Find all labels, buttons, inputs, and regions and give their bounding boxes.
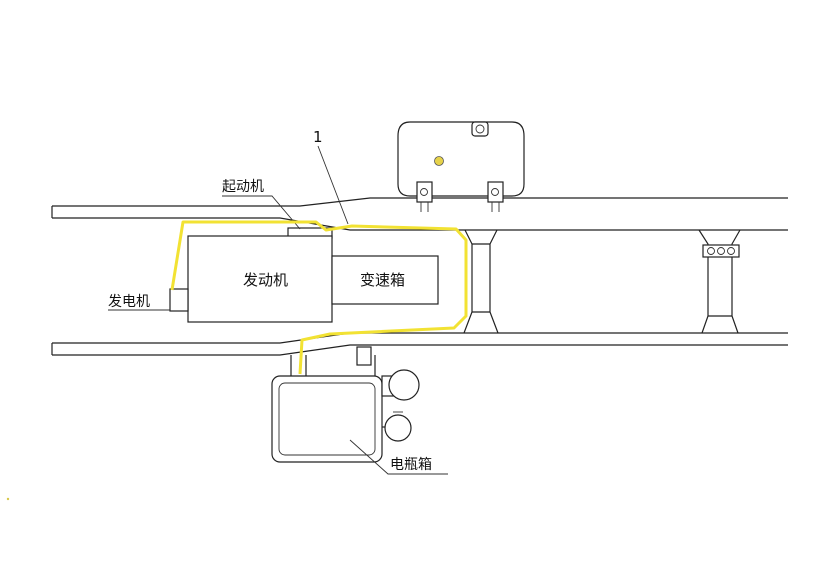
generator-label: 发电机 xyxy=(108,294,150,310)
frame-rail-bottom xyxy=(51,332,788,356)
cross-member-front xyxy=(463,229,499,334)
gearbox-body xyxy=(331,255,439,305)
tank-strap-right xyxy=(487,181,504,212)
gearbox-label: 变速箱 xyxy=(360,271,405,289)
callout-1: 1 xyxy=(313,128,349,225)
battery-mount xyxy=(356,346,372,366)
generator-body xyxy=(169,288,189,312)
cross-member-bracket xyxy=(702,244,740,258)
engine-body xyxy=(187,235,333,323)
engine-label: 发动机 xyxy=(243,271,288,289)
battery-terminal-icon xyxy=(381,369,420,401)
tank-strap-left xyxy=(416,181,433,212)
engine: 发动机 xyxy=(187,235,333,323)
starter-label: 起动机 xyxy=(222,179,264,195)
callout-label: 1 xyxy=(313,128,323,146)
fuel-cap-icon xyxy=(471,121,489,137)
gearbox: 变速箱 xyxy=(331,255,439,305)
cross-member-rear xyxy=(698,229,741,334)
frame-rail-top xyxy=(51,197,788,231)
starter: 起动机 xyxy=(222,179,333,239)
battery-clamp-icon xyxy=(382,411,412,442)
wiring-harness xyxy=(170,220,468,375)
battery-box: 电瓶箱 xyxy=(271,346,448,475)
fuel-tank xyxy=(397,121,525,212)
battery-box-label: 电瓶箱 xyxy=(390,457,432,473)
generator: 发电机 xyxy=(108,288,189,312)
stray-mark xyxy=(6,497,10,501)
fuel-gauge-icon xyxy=(434,156,444,166)
